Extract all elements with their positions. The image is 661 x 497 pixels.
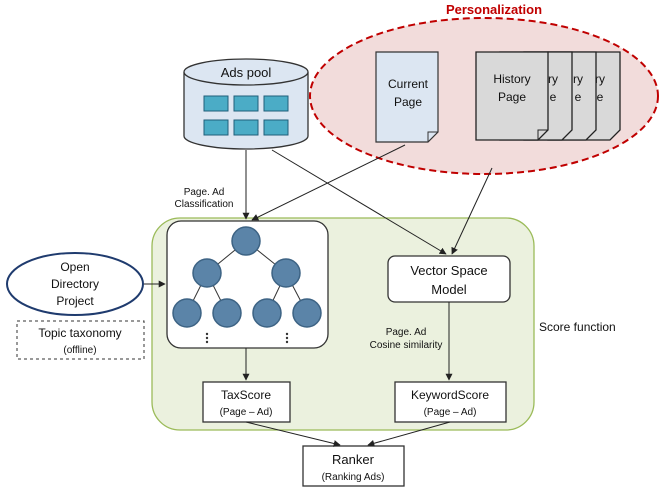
arrow-ads-to-vsm [271, 149, 447, 255]
svg-text:e: e [597, 90, 604, 104]
svg-text:ry: ry [595, 72, 605, 86]
tree-node [192, 258, 222, 288]
classification-label: Page. Ad Classification [175, 187, 234, 210]
cosine-line-2: Cosine similarity [370, 340, 443, 351]
svg-text:ry: ry [573, 72, 583, 86]
svg-text:e: e [575, 90, 582, 104]
flow-arrows [144, 144, 493, 447]
keyword-score-box: KeywordScore (Page – Ad) [394, 381, 507, 423]
current-page-label-2: Page [394, 95, 422, 109]
history-page-stack: ry e ry e ry e History Page [475, 51, 621, 141]
topic-taxonomy-title: Topic taxonomy [38, 326, 121, 340]
keyword-score-sub: (Page – Ad) [424, 407, 477, 418]
tax-score-title: TaxScore [221, 388, 271, 402]
topic-taxonomy-note-label: (offline) [63, 345, 96, 356]
tree-nodes [172, 226, 322, 328]
classification-line-2: Classification [175, 199, 234, 210]
score-function-label: Score function [539, 320, 616, 334]
tree-leaf-node [212, 298, 242, 328]
odp-label-3: Project [56, 294, 94, 308]
vector-space-model: Vector Space Model [387, 255, 511, 303]
topic-taxonomy-note: Topic taxonomy (offline) [16, 320, 145, 360]
ranker-box: Ranker (Ranking Ads) [302, 445, 405, 487]
tree-leaf-node [172, 298, 202, 328]
odp-label-1: Open [60, 260, 89, 274]
odp-label-2: Directory [51, 277, 99, 291]
arrow-personalization-to-vsm [451, 167, 493, 255]
ads-pool-tiles [203, 95, 289, 136]
cosine-line-1: Page. Ad [386, 327, 427, 338]
current-page-label-1: Current [388, 77, 429, 91]
tree-leaf-node [252, 298, 282, 328]
keyword-score-title: KeywordScore [411, 388, 489, 402]
topic-tree [166, 220, 329, 349]
arrow-taxscore-to-ranker [245, 421, 341, 447]
history-page-label-2: Page [498, 90, 526, 104]
svg-text:e: e [550, 90, 557, 104]
ranker-title: Ranker [332, 452, 375, 467]
ads-pool-label: Ads pool [221, 65, 272, 80]
tree-leaf-node [292, 298, 322, 328]
personalization-title: Personalization [446, 2, 542, 17]
open-directory-project: Open Directory Project [6, 252, 144, 316]
arrow-keywordscore-to-ranker [367, 421, 451, 447]
history-page-label-1: History [493, 72, 530, 86]
current-page-document: Current Page [375, 51, 439, 143]
vsm-label-2: Model [431, 282, 467, 297]
tree-ellipsis [205, 332, 289, 344]
tree-root-node [231, 226, 261, 256]
ads-pool-database: Ads pool [183, 58, 309, 150]
arrow-current-to-tree [251, 144, 406, 221]
history-page-front: History Page [475, 51, 549, 141]
tax-score-box: TaxScore (Page – Ad) [202, 381, 291, 423]
cosine-similarity-label: Page. Ad Cosine similarity [370, 327, 443, 351]
svg-text:ry: ry [548, 72, 558, 86]
classification-line-1: Page. Ad [184, 187, 225, 198]
tax-score-sub: (Page – Ad) [220, 407, 273, 418]
ranker-sub: (Ranking Ads) [322, 472, 385, 483]
vsm-label-1: Vector Space [410, 263, 487, 278]
tree-node [271, 258, 301, 288]
